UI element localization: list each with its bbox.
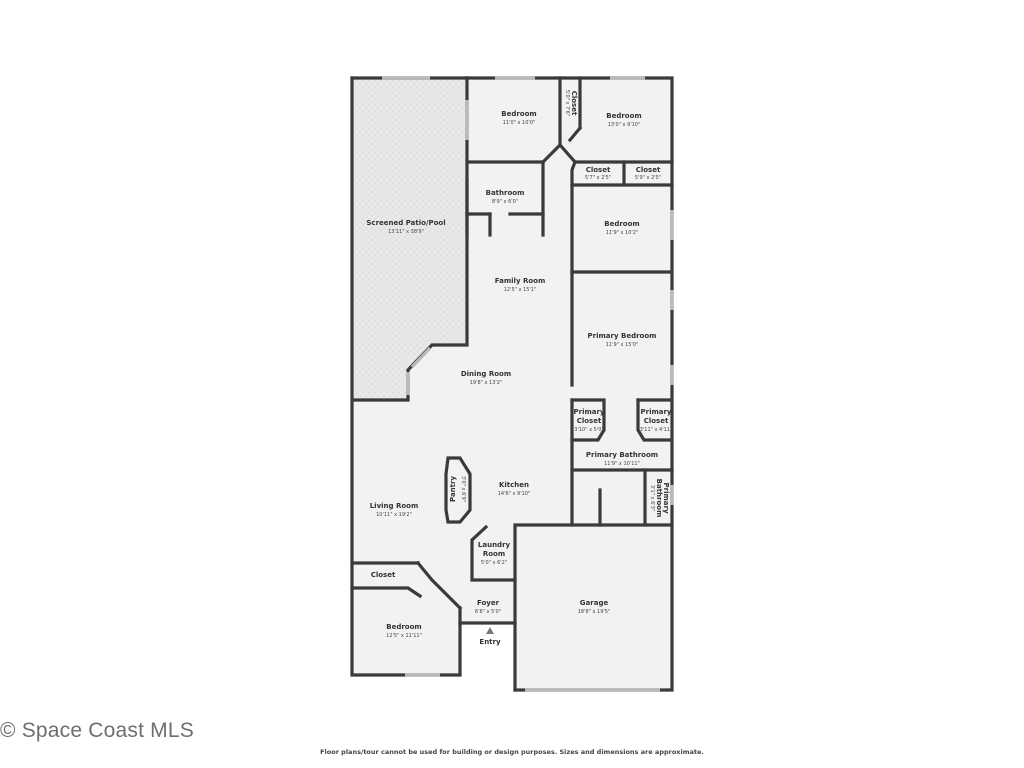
dim-laundry: 5'0" x 6'2" [481, 560, 507, 566]
dim-garage: 18'8" x 19'5" [578, 609, 611, 615]
dim-primary-bedroom: 11'9" x 15'0" [606, 342, 639, 348]
dim-foyer: 6'8" x 5'0" [475, 609, 501, 615]
label-closet-sw: Closet [371, 571, 396, 579]
label-closet-north: Closet [570, 91, 578, 116]
entry-arrow-icon [486, 627, 494, 634]
dim-bedroom-ne: 13'0" x 9'10" [608, 122, 641, 128]
label-living-room: Living Room [370, 502, 419, 510]
label-bedroom-sw: Bedroom [386, 623, 421, 631]
label-family-room: Family Room [495, 277, 546, 285]
label-primary-closet-right-1: Primary [640, 408, 671, 416]
dim-bedroom-east: 11'9" x 10'2" [606, 230, 639, 236]
dim-living-room: 10'11" x 19'2" [376, 512, 412, 518]
label-bedroom-east: Bedroom [604, 220, 639, 228]
label-dining-room: Dining Room [461, 370, 511, 378]
windows [382, 76, 674, 692]
label-closet-b: Closet [636, 166, 661, 174]
label-foyer: Foyer [477, 599, 500, 607]
label-bedroom-north: Bedroom [501, 110, 536, 118]
dim-bedroom-sw: 12'5" x 11'11" [386, 633, 422, 639]
disclaimer: Floor plans/tour cannot be used for buil… [320, 748, 704, 756]
dim-closet-north: 5'0" x 7'6" [564, 90, 570, 116]
dim-primary-bathroom-small: 3'1" x 6'3" [649, 485, 655, 511]
dim-family-room: 12'5" x 15'1" [504, 287, 537, 293]
label-closet-a: Closet [586, 166, 611, 174]
interior-walls [350, 76, 674, 625]
label-primary-bedroom: Primary Bedroom [588, 332, 657, 340]
dim-bathroom: 8'9" x 6'0" [492, 199, 518, 205]
label-patio: Screened Patio/Pool [366, 219, 445, 227]
dim-patio: 13'11" x 38'9" [388, 229, 424, 235]
room-labels: Bedroom 11'0" x 10'0" Closet 5'0" x 7'6"… [366, 90, 672, 646]
dim-closet-a: 5'7" x 2'5" [585, 175, 611, 181]
label-laundry-2: Room [483, 550, 505, 558]
dim-primary-closet-right: 3'11" x 4'11" [640, 427, 673, 433]
label-primary-bathroom-small-1: Primary [662, 482, 670, 513]
label-laundry-1: Laundry [478, 541, 511, 549]
label-primary-closet-left-2: Closet [577, 417, 602, 425]
watermark: © Space Coast MLS [0, 719, 194, 742]
dim-dining-room: 19'8" x 13'2" [470, 380, 503, 386]
dim-primary-bathroom: 11'9" x 10'11" [604, 461, 640, 467]
label-primary-bathroom: Primary Bathroom [586, 451, 658, 459]
label-primary-bathroom-small-2: Bathroom [655, 479, 663, 518]
label-bedroom-ne: Bedroom [606, 112, 641, 120]
label-primary-closet-right-2: Closet [644, 417, 669, 425]
floor-fill [352, 78, 672, 690]
dim-pantry: 3'0" x 6'9" [460, 476, 466, 502]
label-garage: Garage [580, 599, 609, 607]
dim-kitchen: 14'6" x 9'10" [498, 491, 531, 497]
dim-primary-closet-left: 3'10" x 5'0" [574, 427, 603, 433]
label-primary-closet-left-1: Primary [573, 408, 604, 416]
label-pantry: Pantry [449, 476, 457, 502]
label-bathroom: Bathroom [486, 189, 525, 197]
label-kitchen: Kitchen [499, 481, 529, 489]
dim-bedroom-north: 11'0" x 10'0" [503, 120, 536, 126]
label-entry: Entry [479, 638, 501, 646]
dim-closet-b: 5'9" x 2'5" [635, 175, 661, 181]
